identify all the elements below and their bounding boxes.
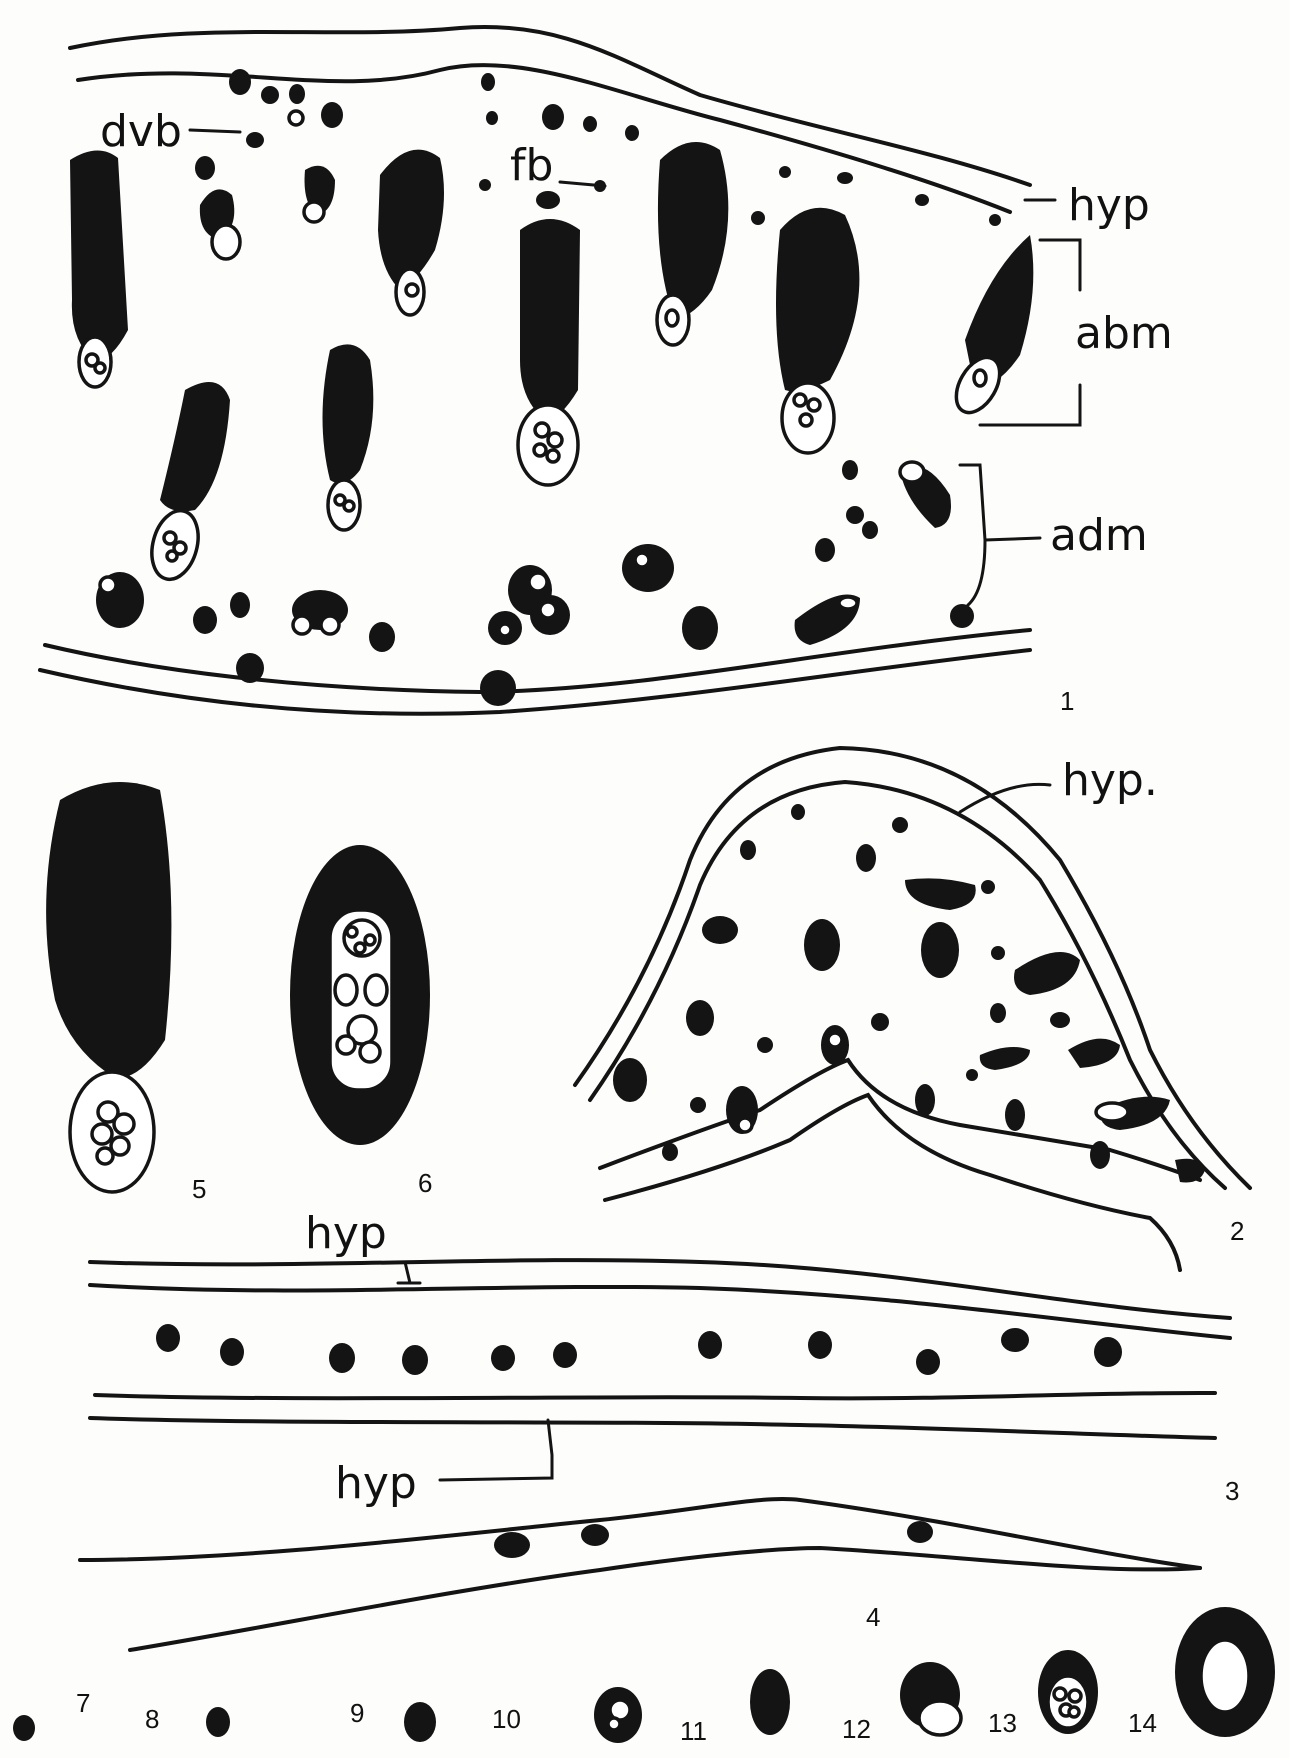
fig1-granules xyxy=(195,69,1001,259)
figure-4-section: 4 xyxy=(80,1499,1200,1650)
adm-bracket xyxy=(960,465,1040,605)
figure-number-5: 5 xyxy=(192,1174,206,1204)
figure-12-granule xyxy=(900,1662,961,1735)
abm-elongated-body-2 xyxy=(378,150,444,315)
figure-6-cell: 6 xyxy=(290,845,432,1198)
label-adm: adm xyxy=(1050,510,1148,561)
figure-number-12: 12 xyxy=(842,1714,871,1744)
fig3-hyp-pointer-top xyxy=(398,1262,420,1283)
figure-number-8: 8 xyxy=(145,1704,159,1734)
figure-10-granule xyxy=(594,1687,642,1743)
figure-3-section: hyp hyp 3 xyxy=(90,1208,1239,1509)
figure-2-section: hyp. 2 xyxy=(575,748,1250,1270)
label-abm: abm xyxy=(1075,308,1173,359)
fig4-nucleus-1 xyxy=(494,1532,530,1558)
figure-9-granule xyxy=(404,1702,436,1742)
fig3-nuclei xyxy=(156,1324,1122,1375)
fig4-upper-line xyxy=(80,1499,1200,1568)
figure-number-3: 3 xyxy=(1225,1476,1239,1506)
label-hyp-fig2: hyp. xyxy=(1062,755,1158,806)
fig1-basal-line-upper xyxy=(45,630,1030,692)
fig4-nucleus-2 xyxy=(581,1524,609,1546)
figure-8-granule xyxy=(206,1707,230,1737)
figure-number-4: 4 xyxy=(866,1602,880,1632)
fig1-basal-line-lower xyxy=(40,650,1030,714)
abm-elongated-body-8 xyxy=(323,344,374,530)
fig1-basal-granules xyxy=(96,460,974,706)
fig3-bottom-line-1 xyxy=(95,1393,1215,1398)
figure-number-11: 11 xyxy=(680,1716,707,1746)
figure-number-7: 7 xyxy=(76,1688,90,1718)
figure-14-granule xyxy=(1175,1607,1275,1737)
figure-number-13: 13 xyxy=(988,1708,1017,1738)
figure-1-section: dvb fb hyp abm adm 1 xyxy=(40,27,1173,716)
abm-elongated-body-4 xyxy=(657,142,728,345)
abm-elongated-body-3 xyxy=(518,219,580,485)
abm-elongated-body-1 xyxy=(70,150,128,387)
figure-number-10: 10 xyxy=(492,1704,521,1734)
figure-13-granule xyxy=(1038,1650,1098,1734)
figure-7-granule xyxy=(13,1715,35,1741)
figure-number-6: 6 xyxy=(418,1168,432,1198)
figures-7-14-series: 7 8 9 10 11 12 13 14 xyxy=(13,1607,1275,1746)
label-hyp-fig1: hyp xyxy=(1068,180,1150,231)
label-hyp-fig3-bottom: hyp xyxy=(335,1458,417,1509)
figure-number-2: 2 xyxy=(1230,1216,1244,1246)
fig4-lower-line xyxy=(130,1548,1200,1650)
fig2-granules xyxy=(613,804,1205,1183)
abm-elongated-body-7 xyxy=(145,382,230,585)
fig3-top-line-2 xyxy=(90,1285,1230,1338)
fig3-bottom-line-2 xyxy=(90,1418,1215,1438)
fig2-basal-line-lower xyxy=(605,1095,1180,1270)
label-hyp-fig3-top: hyp xyxy=(305,1208,387,1259)
figure-number-1: 1 xyxy=(1060,686,1074,716)
abm-elongated-body-5 xyxy=(776,208,859,453)
fig3-hyp-pointer-bottom xyxy=(440,1420,552,1480)
label-fb: fb xyxy=(510,140,553,191)
fig4-nucleus-3 xyxy=(907,1521,933,1543)
dvb-arrow xyxy=(190,130,240,132)
figure-number-9: 9 xyxy=(350,1698,364,1728)
figure-11-granule xyxy=(750,1669,790,1735)
label-dvb: dvb xyxy=(100,106,182,157)
figure-5-cell: 5 xyxy=(46,782,206,1204)
figure-number-14: 14 xyxy=(1128,1708,1157,1738)
abm-elongated-body-6 xyxy=(947,235,1033,420)
